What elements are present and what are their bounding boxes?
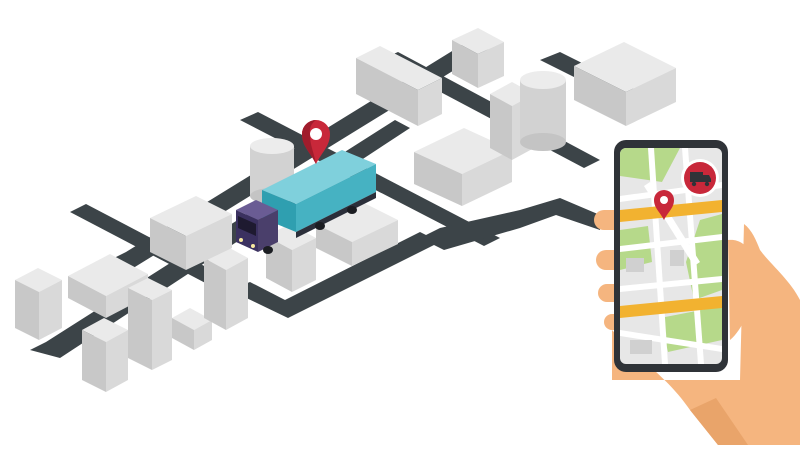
truck-cab <box>236 200 278 220</box>
building <box>15 268 62 340</box>
highway <box>620 200 722 222</box>
map-pin-icon <box>654 190 674 220</box>
highway <box>620 296 722 318</box>
buildings <box>15 28 676 392</box>
truck-badge-icon <box>681 159 719 197</box>
building <box>82 318 128 392</box>
road-lower-branch <box>230 232 440 318</box>
building <box>172 308 212 350</box>
building <box>204 246 248 330</box>
building <box>128 278 172 370</box>
building <box>150 196 232 270</box>
location-pin-icon <box>302 120 330 164</box>
building <box>574 42 676 126</box>
map-view <box>620 148 722 364</box>
truck-container <box>262 150 376 204</box>
building <box>452 28 504 88</box>
smartphone <box>614 140 728 372</box>
building <box>356 46 442 126</box>
hand <box>594 210 800 445</box>
building <box>316 202 398 266</box>
storage-tank <box>520 71 566 151</box>
road-right-branch <box>420 198 600 250</box>
building <box>414 128 512 206</box>
truck-icon <box>236 150 376 254</box>
